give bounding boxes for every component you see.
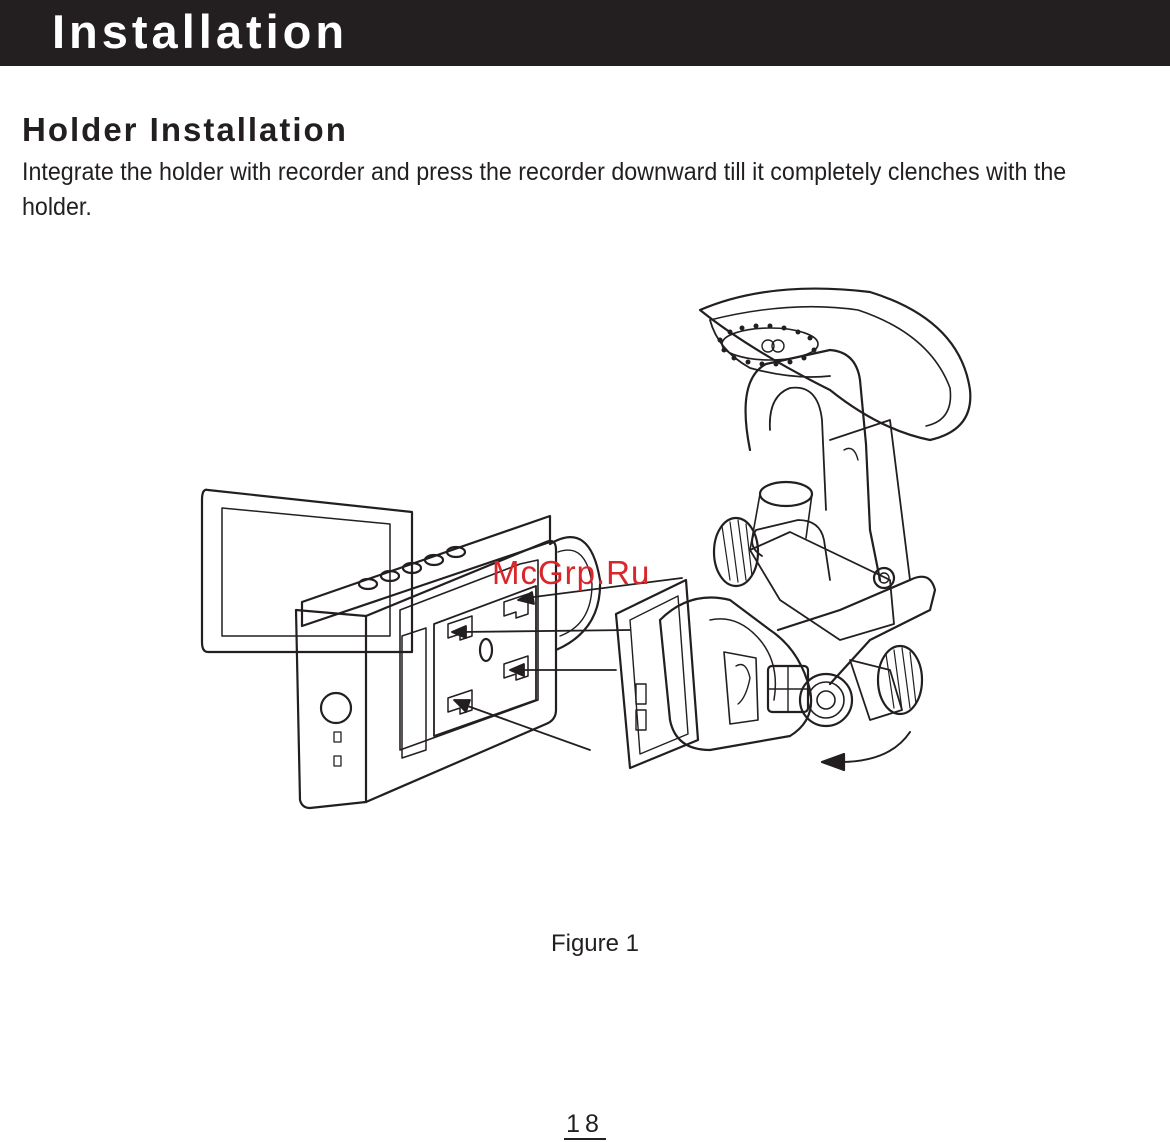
- suction-cup: [700, 289, 970, 440]
- holder-arm: [714, 350, 935, 720]
- holder-installation-illustration: [190, 280, 990, 820]
- page-number: 18: [0, 1110, 1170, 1139]
- watermark-text: McGrp.Ru: [492, 554, 650, 592]
- page-title: Installation: [52, 4, 348, 60]
- instruction-text: Integrate the holder with recorder and p…: [22, 155, 1073, 225]
- header-bar: Installation: [0, 0, 1170, 66]
- holder-plate: [616, 580, 698, 768]
- figure-caption: Figure 1: [0, 930, 1170, 958]
- section-title: Holder Installation: [22, 110, 348, 150]
- page-number-value: 18: [564, 1110, 606, 1140]
- rotation-arrow: [822, 732, 910, 770]
- recorder-screen: [202, 490, 412, 652]
